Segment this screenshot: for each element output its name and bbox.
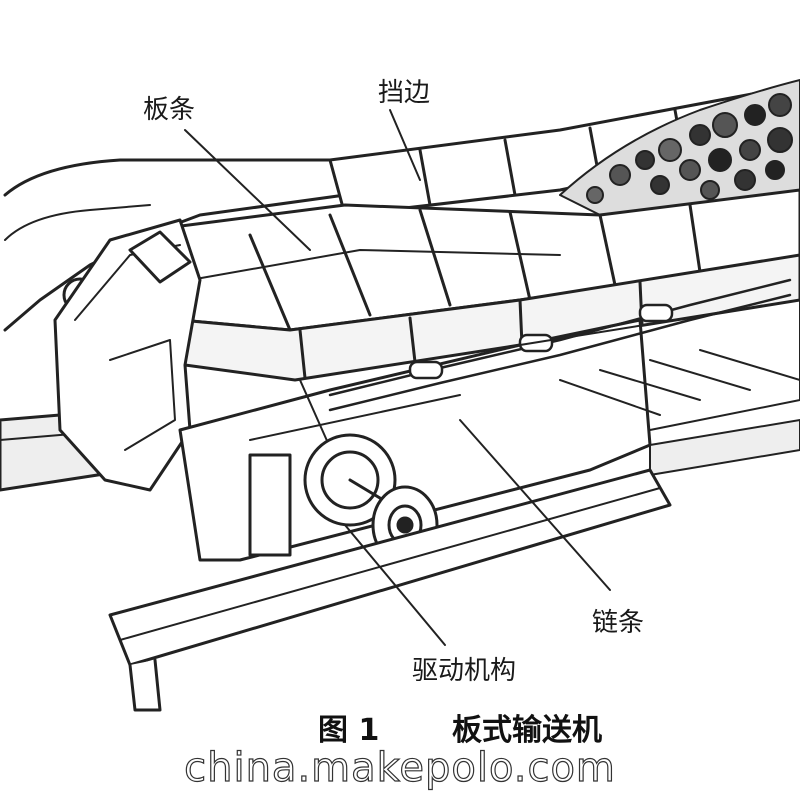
slat-surface: [148, 188, 800, 332]
label-side-guard: 挡边: [378, 78, 431, 108]
head-housing: [53, 218, 202, 492]
drive-mechanism: [248, 433, 439, 565]
figure-title: 板式输送机: [452, 713, 602, 748]
leader-lines: [184, 109, 611, 646]
lower-structure: [519, 299, 800, 476]
figure-number: 图 1: [318, 713, 380, 748]
label-drive-mechanism: 驱动机构: [412, 656, 517, 686]
watermark: china.makepolo.com: [184, 745, 616, 791]
label-slat: 板条: [143, 95, 196, 125]
label-chain: 链条: [592, 608, 645, 638]
front-rail: [108, 468, 672, 712]
material-pile: [559, 79, 800, 216]
